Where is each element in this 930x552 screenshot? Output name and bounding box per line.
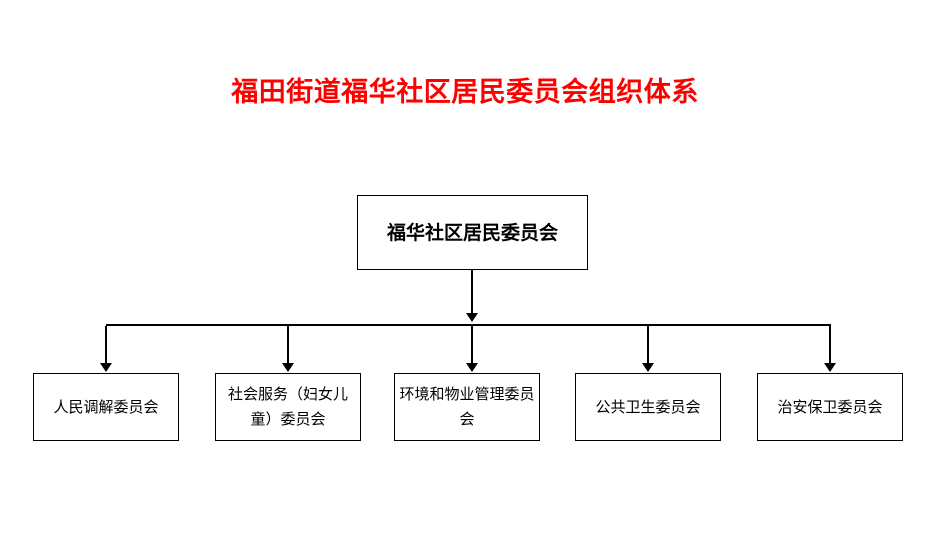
org-node-child-2-label: 环境和物业管理委员会: [399, 385, 535, 428]
connector-drop-0: [105, 326, 107, 365]
org-node-child-1[interactable]: 社会服务（妇女儿童）委员会: [215, 373, 361, 441]
org-node-root-label: 福华社区居民委员会: [386, 221, 558, 244]
org-node-child-0[interactable]: 人民调解委员会: [33, 373, 179, 441]
arrow-head-bus-icon: [466, 313, 478, 322]
org-node-child-4[interactable]: 治安保卫委员会: [757, 373, 903, 441]
connector-drop-3: [647, 326, 649, 365]
org-node-child-0-label: 人民调解委员会: [53, 397, 159, 416]
arrow-head-child-1-icon: [282, 363, 294, 372]
org-node-root[interactable]: 福华社区居民委员会: [357, 195, 588, 270]
connector-drop-1: [287, 326, 289, 365]
connector-root-stem: [471, 270, 473, 317]
connector-horizontal-bus: [106, 324, 831, 326]
arrow-head-child-2-icon: [466, 363, 478, 372]
page-title: 福田街道福华社区居民委员会组织体系: [231, 77, 699, 108]
org-node-child-1-label: 社会服务（妇女儿童）委员会: [227, 385, 348, 428]
org-node-child-2[interactable]: 环境和物业管理委员会: [394, 373, 540, 441]
org-node-child-4-label: 治安保卫委员会: [777, 397, 883, 416]
connector-drop-2: [471, 326, 473, 365]
org-node-child-3[interactable]: 公共卫生委员会: [575, 373, 721, 441]
arrow-head-child-3-icon: [642, 363, 654, 372]
connector-drop-4: [829, 326, 831, 365]
arrow-head-child-4-icon: [824, 363, 836, 372]
arrow-head-child-0-icon: [100, 363, 112, 372]
org-node-child-3-label: 公共卫生委员会: [595, 397, 701, 416]
